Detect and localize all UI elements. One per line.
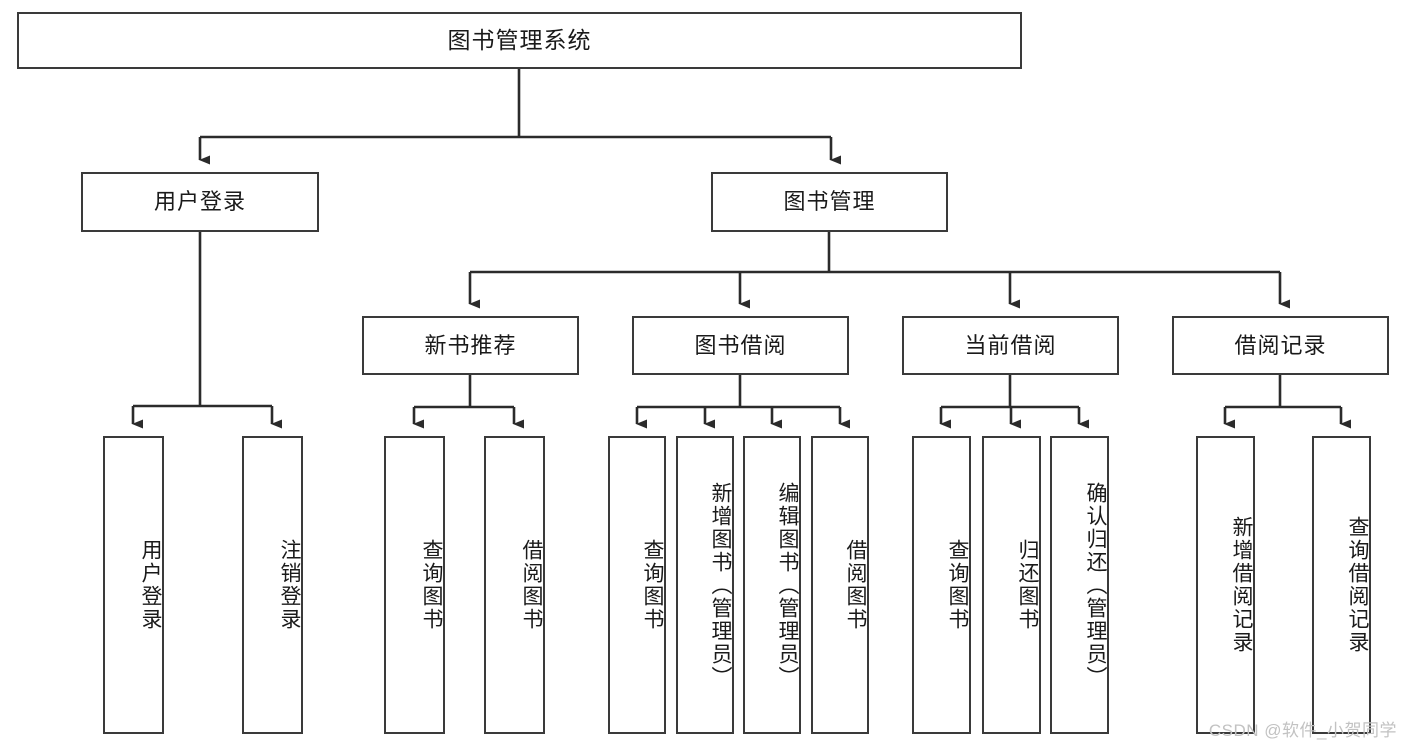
node-root-system[interactable]: 图书管理系统 (17, 12, 1022, 69)
leaf-confirm-return[interactable]: 确认归还（管理员） (1050, 436, 1109, 734)
leaf-logout-login[interactable]: 注销登录 (242, 436, 303, 734)
leaf-add-borrow-record[interactable]: 新增借阅记录 (1196, 436, 1255, 734)
node-label: 借阅图书 (520, 539, 543, 631)
leaf-query-book-rec[interactable]: 查询图书 (384, 436, 445, 734)
node-user-login[interactable]: 用户登录 (81, 172, 319, 232)
node-label: 新增图书（管理员） (709, 481, 732, 689)
node-label: 注销登录 (278, 539, 301, 631)
node-label: 新书推荐 (424, 332, 517, 358)
leaf-query-book-cur[interactable]: 查询图书 (912, 436, 971, 734)
node-label: 确认归还（管理员） (1084, 481, 1107, 689)
leaf-return-book[interactable]: 归还图书 (982, 436, 1041, 734)
leaf-user-login[interactable]: 用户登录 (103, 436, 164, 734)
leaf-add-book-admin[interactable]: 新增图书（管理员） (676, 436, 734, 734)
node-label: 图书管理系统 (447, 26, 592, 53)
node-label: 借阅图书 (844, 539, 867, 631)
node-current-borrow[interactable]: 当前借阅 (902, 316, 1119, 375)
csdn-watermark: CSDN @软件_小贺同学 (1208, 721, 1397, 740)
node-label: 用户登录 (153, 189, 246, 215)
leaf-edit-book-admin[interactable]: 编辑图书（管理员） (743, 436, 801, 734)
node-label: 图书借阅 (694, 332, 787, 358)
node-book-borrow[interactable]: 图书借阅 (632, 316, 849, 375)
node-label: 归还图书 (1016, 539, 1039, 631)
node-label: 借阅记录 (1234, 332, 1327, 358)
leaf-borrow-book-bor[interactable]: 借阅图书 (811, 436, 869, 734)
node-label: 查询借阅记录 (1346, 516, 1369, 654)
node-borrow-record[interactable]: 借阅记录 (1172, 316, 1389, 375)
leaf-borrow-book-rec[interactable]: 借阅图书 (484, 436, 545, 734)
node-new-book-recommend[interactable]: 新书推荐 (362, 316, 579, 375)
node-label: 查询图书 (641, 539, 664, 631)
node-label: 编辑图书（管理员） (776, 481, 799, 689)
node-label: 新增借阅记录 (1230, 516, 1253, 654)
leaf-query-borrow-rec[interactable]: 查询借阅记录 (1312, 436, 1371, 734)
node-label: 图书管理 (783, 189, 876, 215)
node-label: 查询图书 (946, 539, 969, 631)
node-book-management[interactable]: 图书管理 (711, 172, 948, 232)
node-label: 用户登录 (139, 539, 162, 631)
node-label: 当前借阅 (964, 332, 1057, 358)
node-label: 查询图书 (420, 539, 443, 631)
leaf-query-book-bor[interactable]: 查询图书 (608, 436, 666, 734)
